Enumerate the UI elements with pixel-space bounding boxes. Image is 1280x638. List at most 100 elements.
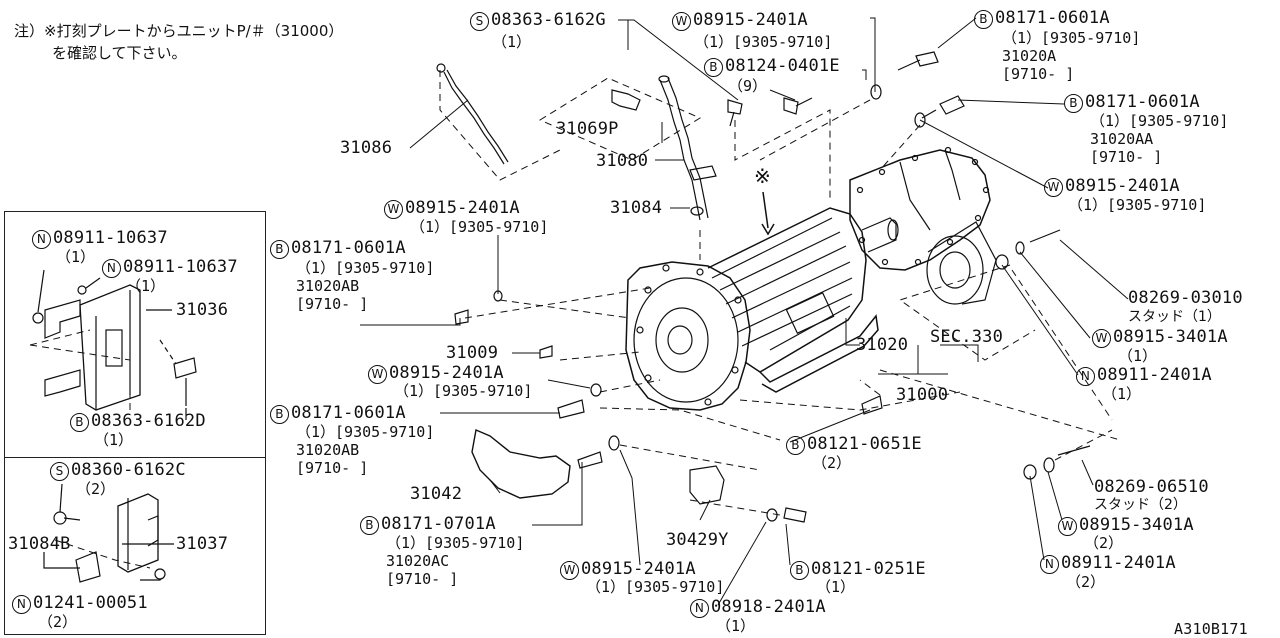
callout-c2-qty: （1）[9305-9710] [694,33,833,51]
badge-n: N [1040,555,1059,574]
part-code: 08121-0251E [811,559,926,579]
part-code: 08915-3401A [1113,327,1228,347]
bracket-31069p [611,89,641,111]
inset1-part-31036: 31036 [176,300,229,320]
badge-b: B [786,436,805,455]
callout-c18-qty: （1）[9305-9710] [386,534,525,552]
badge-w: W [1092,329,1111,348]
badge-b: B [270,240,289,259]
bolts [454,51,1091,523]
inset2-callout-2-qty: （2） [38,613,78,631]
callout-c10-qty: （1）[9305-9710] [410,218,549,236]
callout-c11-qty: （1）[9305-9710] [296,259,435,277]
badge-w: W [560,561,579,580]
part-code: 08911-10637 [123,257,238,277]
callout-c7: 08269-03010 [1128,290,1243,307]
sensor-30429y [689,465,725,505]
callout-c18-sub: 31020AC [386,552,450,570]
badge-w: W [1044,178,1063,197]
callout-c17-qty: （2） [1066,573,1106,591]
badge-b: B [790,561,809,580]
badge-w: W [672,12,691,31]
part-code: 08915-2401A [405,198,520,218]
part-code: 08911-10637 [53,228,168,248]
callout-c19-qty: （1）[9305-9710] [586,578,725,596]
dipstick [436,63,509,165]
callout-c12-qty: （1）[9305-9710] [394,382,533,400]
inset2-part-31037: 31037 [176,534,229,554]
diagram-id: A310B171 [1174,620,1248,638]
part-code: 08121-0651E [807,434,922,454]
note-line-1: 注）※打刻プレートからユニットP/＃（31000） [14,22,344,40]
badge-b: B [704,58,723,77]
part-31020: 31020 [856,335,909,355]
part-code: 08915-2401A [389,363,504,383]
badge-b: B [70,413,89,432]
badge-w: W [384,200,403,219]
transfer-case [849,146,997,305]
badge-b: B [270,405,289,424]
callout-c5-sub: 31020AA [1090,130,1154,148]
callout-c21-qty: （1） [716,617,756,635]
badge-b: B [360,516,379,535]
transmission-assembly [625,207,899,411]
inset2-part-31084b: 31084B [8,534,71,554]
callout-c15-qty: スタッド（2） [1094,497,1187,513]
filler-tube [658,75,717,221]
part-code: 08269-03010 [1128,288,1243,308]
badge-n: N [1076,367,1095,386]
callout-c20-qty: （1） [816,578,856,596]
callout-c5-range: [9710- ] [1090,148,1163,166]
note-line-2: を確認して下さい。 [52,44,187,62]
callout-c11-range: [9710- ] [296,295,369,313]
part-code: 01241-00051 [33,593,148,613]
part-code: 08171-0601A [291,238,406,258]
callout-c13-range: [9710- ] [296,459,369,477]
part-code: 08918-2401A [711,597,826,617]
part-code: 08171-0601A [1085,92,1200,112]
callout-c11-sub: 31020AB [296,277,360,295]
badge-b: B [974,10,993,29]
badge-b: B [1064,94,1083,113]
part-31009: 31009 [446,343,499,363]
inset1-callout-3-qty: （1） [94,431,134,449]
inset1-drawing [32,269,197,420]
callout-c9-qty: （1） [1102,385,1142,403]
part-code: 08911-2401A [1097,365,1212,385]
part-code: 08269-06510 [1094,477,1209,497]
part-code: 08915-2401A [581,559,696,579]
inset1-callout-1-qty: （1） [56,248,96,266]
part-code: 08360-6162C [71,460,186,480]
badge-s: S [470,12,489,31]
part-code: 08171-0601A [995,8,1110,28]
callout-c4-sub: 31020A [1002,47,1057,65]
part-code: 08915-2401A [1065,176,1180,196]
callout-c4-range: [9710- ] [1002,65,1075,83]
inset2-callout-1-qty: （2） [76,480,116,498]
callout-c15: 08269-06510 [1094,479,1209,496]
badge-w: W [368,365,387,384]
callout-c7-qty: スタッド（1） [1128,309,1221,325]
part-31084: 31084 [610,198,663,218]
part-code: 08915-3401A [1079,515,1194,535]
part-31042: 31042 [410,484,463,504]
part-30429y: 30429Y [666,530,729,550]
part-31080: 31080 [596,151,649,171]
